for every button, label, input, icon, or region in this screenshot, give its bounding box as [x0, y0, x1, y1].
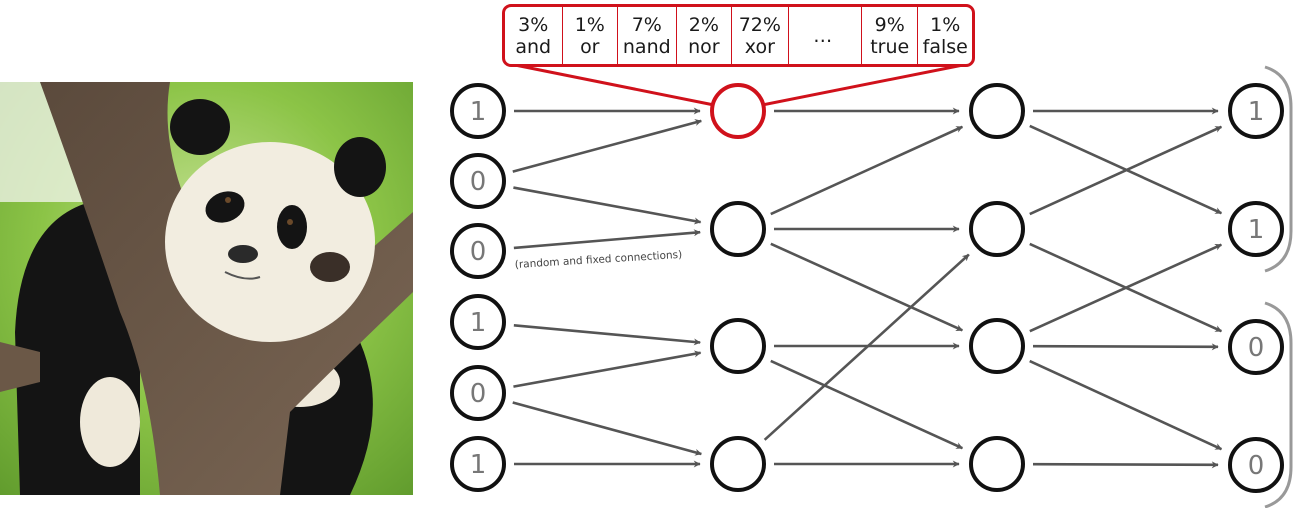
node-value: 0 [470, 167, 487, 197]
gate-name: false [922, 35, 968, 58]
callout-lines [509, 62, 969, 107]
gate-cell-nand: 7%nand [618, 7, 677, 64]
node-value: 1 [1248, 215, 1265, 245]
gate-percent: 9% [874, 13, 905, 36]
connection-arrow [513, 324, 701, 346]
connection-arrow [1032, 343, 1219, 351]
input-node: 1 [450, 294, 506, 350]
node-value: 1 [470, 97, 487, 127]
connection-arrow [513, 350, 702, 388]
node-value: 0 [1248, 451, 1265, 481]
gate-node [710, 318, 766, 374]
connection-arrow [512, 119, 702, 173]
output-node: 0 [1228, 319, 1284, 375]
input-node: 0 [450, 223, 506, 279]
input-node: 1 [450, 436, 506, 492]
output-node: 0 [1228, 437, 1284, 493]
gate-cell-nor: 2%nor [677, 7, 733, 64]
gate-percent: 7% [631, 13, 662, 36]
node-value: 1 [470, 450, 487, 480]
input-node: 1 [450, 83, 506, 139]
gate-name: nand [622, 35, 671, 58]
gate-cell-false: 1%false [918, 7, 972, 64]
gate-name: and [515, 35, 552, 58]
gate-nodes: 1 0 0 1 0 1 1 1 0 0 [450, 83, 1284, 493]
gate-node [710, 436, 766, 492]
gate-name: or [580, 35, 600, 58]
node-value: 0 [470, 379, 487, 409]
gate-percent: 3% [518, 13, 549, 36]
connection-arrow [513, 229, 701, 250]
node-value: 1 [1248, 97, 1265, 127]
gate-name: true [870, 35, 910, 58]
gate-name: … [813, 24, 837, 47]
connection-arrow [513, 186, 702, 225]
gate-node [969, 83, 1025, 139]
highlighted-gate-node [710, 83, 766, 139]
connection-arrow [512, 401, 703, 456]
connection-arrow [770, 242, 964, 332]
gate-percent: 2% [688, 13, 719, 36]
connection-arrow [1029, 125, 1223, 216]
connection-arrow [770, 359, 964, 450]
output-group-bracket [1264, 301, 1293, 508]
gate-node [710, 201, 766, 257]
output-group-bracket [1264, 65, 1293, 273]
gate-cell-true: 9%true [862, 7, 919, 64]
panda-photo [0, 82, 413, 495]
gate-cell-or: 1%or [563, 7, 619, 64]
output-node: 1 [1228, 83, 1284, 139]
gate-cell-ellipsis: … [789, 7, 862, 64]
connection-arrow [1029, 359, 1223, 451]
connection-arrow [770, 125, 964, 216]
output-group-brackets [1264, 65, 1293, 508]
connections-annotation: (random and fixed connections) [514, 249, 682, 271]
gate-node [969, 436, 1025, 492]
connection-arrow [763, 253, 970, 441]
gate-node [969, 201, 1025, 257]
node-value: 0 [1248, 333, 1265, 363]
gate-cell-and: 3%and [505, 7, 563, 64]
output-node: 1 [1228, 201, 1284, 257]
input-node: 0 [450, 153, 506, 209]
node-value: 0 [470, 237, 487, 267]
connection-arrow [1032, 461, 1219, 469]
gate-node [969, 318, 1025, 374]
node-value: 1 [470, 308, 487, 338]
input-node: 0 [450, 365, 506, 421]
gate-percent: 1% [930, 13, 961, 36]
gate-name: nor [688, 35, 720, 58]
gate-name: xor [744, 35, 775, 58]
connection-edges [512, 107, 1223, 469]
gate-cell-xor: 72%xor [732, 7, 789, 64]
gate-percent: 72% [738, 13, 781, 36]
gate-percent: 1% [574, 13, 605, 36]
connection-arrow [1029, 243, 1223, 333]
